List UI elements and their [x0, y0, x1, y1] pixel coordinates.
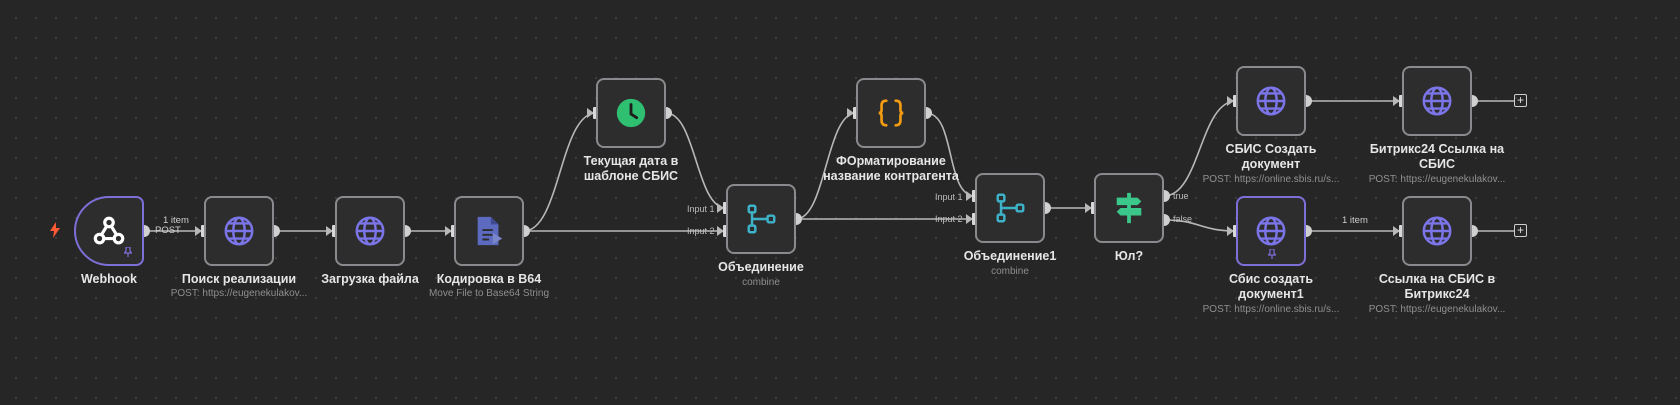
node-date[interactable] — [596, 78, 666, 148]
node-label: Webhook — [80, 272, 138, 286]
node-label: Объединение — [718, 260, 804, 274]
arrow-head — [1227, 96, 1234, 106]
arrow-head — [966, 214, 973, 224]
node-encode[interactable] — [454, 196, 524, 266]
node-bitrix-link[interactable] — [1402, 66, 1472, 136]
edge-method-label: POST — [155, 225, 181, 236]
node-label: Ссылка на СБИС в Битрикс24 — [1378, 272, 1496, 301]
node-label: Битрикс24 Ссылка на СБИС — [1369, 142, 1505, 171]
node-subtitle: POST: https://eugenekulakov... — [1368, 174, 1506, 185]
edge-merge-format[interactable] — [795, 112, 857, 220]
node-subtitle: Move File to Base64 String — [428, 288, 550, 299]
arrow-head — [587, 108, 594, 118]
trigger-bolt-icon — [50, 222, 60, 238]
node-download[interactable] — [335, 196, 405, 266]
arrow-head — [1227, 226, 1234, 236]
node-subtitle: POST: https://eugenekulakov... — [1368, 304, 1506, 315]
input-port-label: Input 2 — [687, 226, 715, 236]
pin-icon — [124, 247, 132, 257]
globe-icon — [1256, 86, 1286, 116]
node-merge[interactable] — [726, 184, 796, 254]
node-label: Юл? — [1114, 249, 1144, 263]
node-subtitle: POST: https://online.sbis.ru/s... — [1202, 304, 1340, 315]
arrow-head — [1085, 203, 1092, 213]
node-sbis-link[interactable] — [1402, 196, 1472, 266]
node-label: Поиск реализации — [181, 272, 297, 286]
add-node-button[interactable]: + — [1514, 224, 1527, 237]
pin-icon — [1268, 249, 1276, 259]
webhook-icon — [93, 216, 125, 245]
edge-if-false[interactable] — [1163, 219, 1237, 232]
node-label: Кодировка в B64 — [436, 272, 542, 286]
merge-icon — [996, 193, 1025, 223]
globe-icon — [1422, 216, 1452, 246]
node-label: Сбис создать документ1 — [1228, 272, 1314, 301]
node-merge1[interactable] — [975, 173, 1045, 243]
node-sbis-create[interactable] — [1236, 66, 1306, 136]
edge-item-count: 1 item — [1342, 215, 1368, 226]
edge-item-count: 1 item — [163, 215, 189, 226]
node-search[interactable] — [204, 196, 274, 266]
arrow-head — [445, 226, 452, 236]
arrow-head — [966, 191, 973, 201]
arrow-head — [717, 226, 724, 236]
clock-icon — [616, 98, 646, 128]
arrow-head — [195, 226, 202, 236]
arrow-head — [326, 226, 333, 236]
output-port-label: false — [1173, 214, 1193, 224]
node-subtitle: combine — [991, 266, 1029, 277]
node-label: Загрузка файла — [321, 272, 419, 286]
node-subtitle: POST: https://eugenekulakov... — [170, 288, 308, 299]
edge-if-true[interactable] — [1163, 100, 1237, 197]
edge-date-merge[interactable] — [665, 112, 727, 209]
globe-icon — [1256, 216, 1286, 246]
code-braces-icon — [878, 99, 904, 127]
node-sbis-create1[interactable] — [1236, 196, 1306, 266]
signpost-icon — [1116, 192, 1142, 224]
node-subtitle: POST: https://online.sbis.ru/s... — [1202, 174, 1340, 185]
merge-icon — [747, 204, 776, 234]
globe-icon — [224, 216, 254, 246]
arrow-head — [1393, 226, 1400, 236]
globe-icon — [355, 216, 385, 246]
node-if[interactable] — [1094, 173, 1164, 243]
node-label: СБИС Создать документ — [1225, 142, 1317, 171]
node-label: ФОрматирование название контрагента — [823, 154, 959, 183]
node-format[interactable] — [856, 78, 926, 148]
arrow-head — [1393, 96, 1400, 106]
globe-icon — [1422, 86, 1452, 116]
node-subtitle: combine — [742, 277, 780, 288]
node-webhook[interactable] — [74, 196, 144, 266]
input-port-label: Input 2 — [935, 214, 963, 224]
file-convert-icon — [477, 216, 503, 246]
node-label: Объединение1 — [963, 249, 1057, 263]
arrow-head — [847, 108, 854, 118]
node-label: Текущая дата в шаблоне СБИС — [583, 154, 679, 183]
edge-encode-date[interactable] — [523, 112, 597, 232]
add-node-button[interactable]: + — [1514, 94, 1527, 107]
arrow-head — [717, 203, 724, 213]
input-port-label: Input 1 — [935, 192, 963, 202]
input-port-label: Input 1 — [687, 204, 715, 214]
output-port-label: true — [1173, 191, 1189, 201]
